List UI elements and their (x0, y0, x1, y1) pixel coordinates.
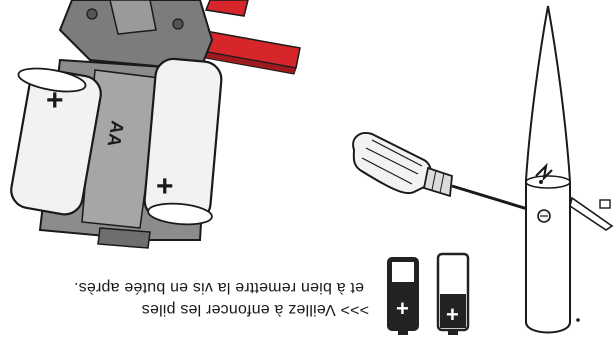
battery-icons: + + (388, 254, 468, 335)
screwdriver-ferrule (424, 168, 452, 196)
battery-empty-icon: + (438, 254, 468, 335)
battery-bottom-sign: + (156, 170, 174, 203)
ground-stake (526, 6, 612, 333)
screwdriver-handle (353, 133, 431, 193)
stake-side-pin (570, 198, 612, 230)
pack-bottom-clip (98, 228, 150, 248)
battery-top-sign: + (46, 84, 64, 117)
stake-screw (538, 210, 550, 222)
battery-pack-assembly: AA + + (8, 0, 300, 248)
battery-full-icon-sign: + (396, 296, 409, 321)
battery-empty-icon-sign: + (446, 302, 459, 327)
battery-bottom: + (143, 57, 223, 226)
screwdriver (353, 133, 544, 214)
battery-full-icon: + (388, 258, 418, 335)
